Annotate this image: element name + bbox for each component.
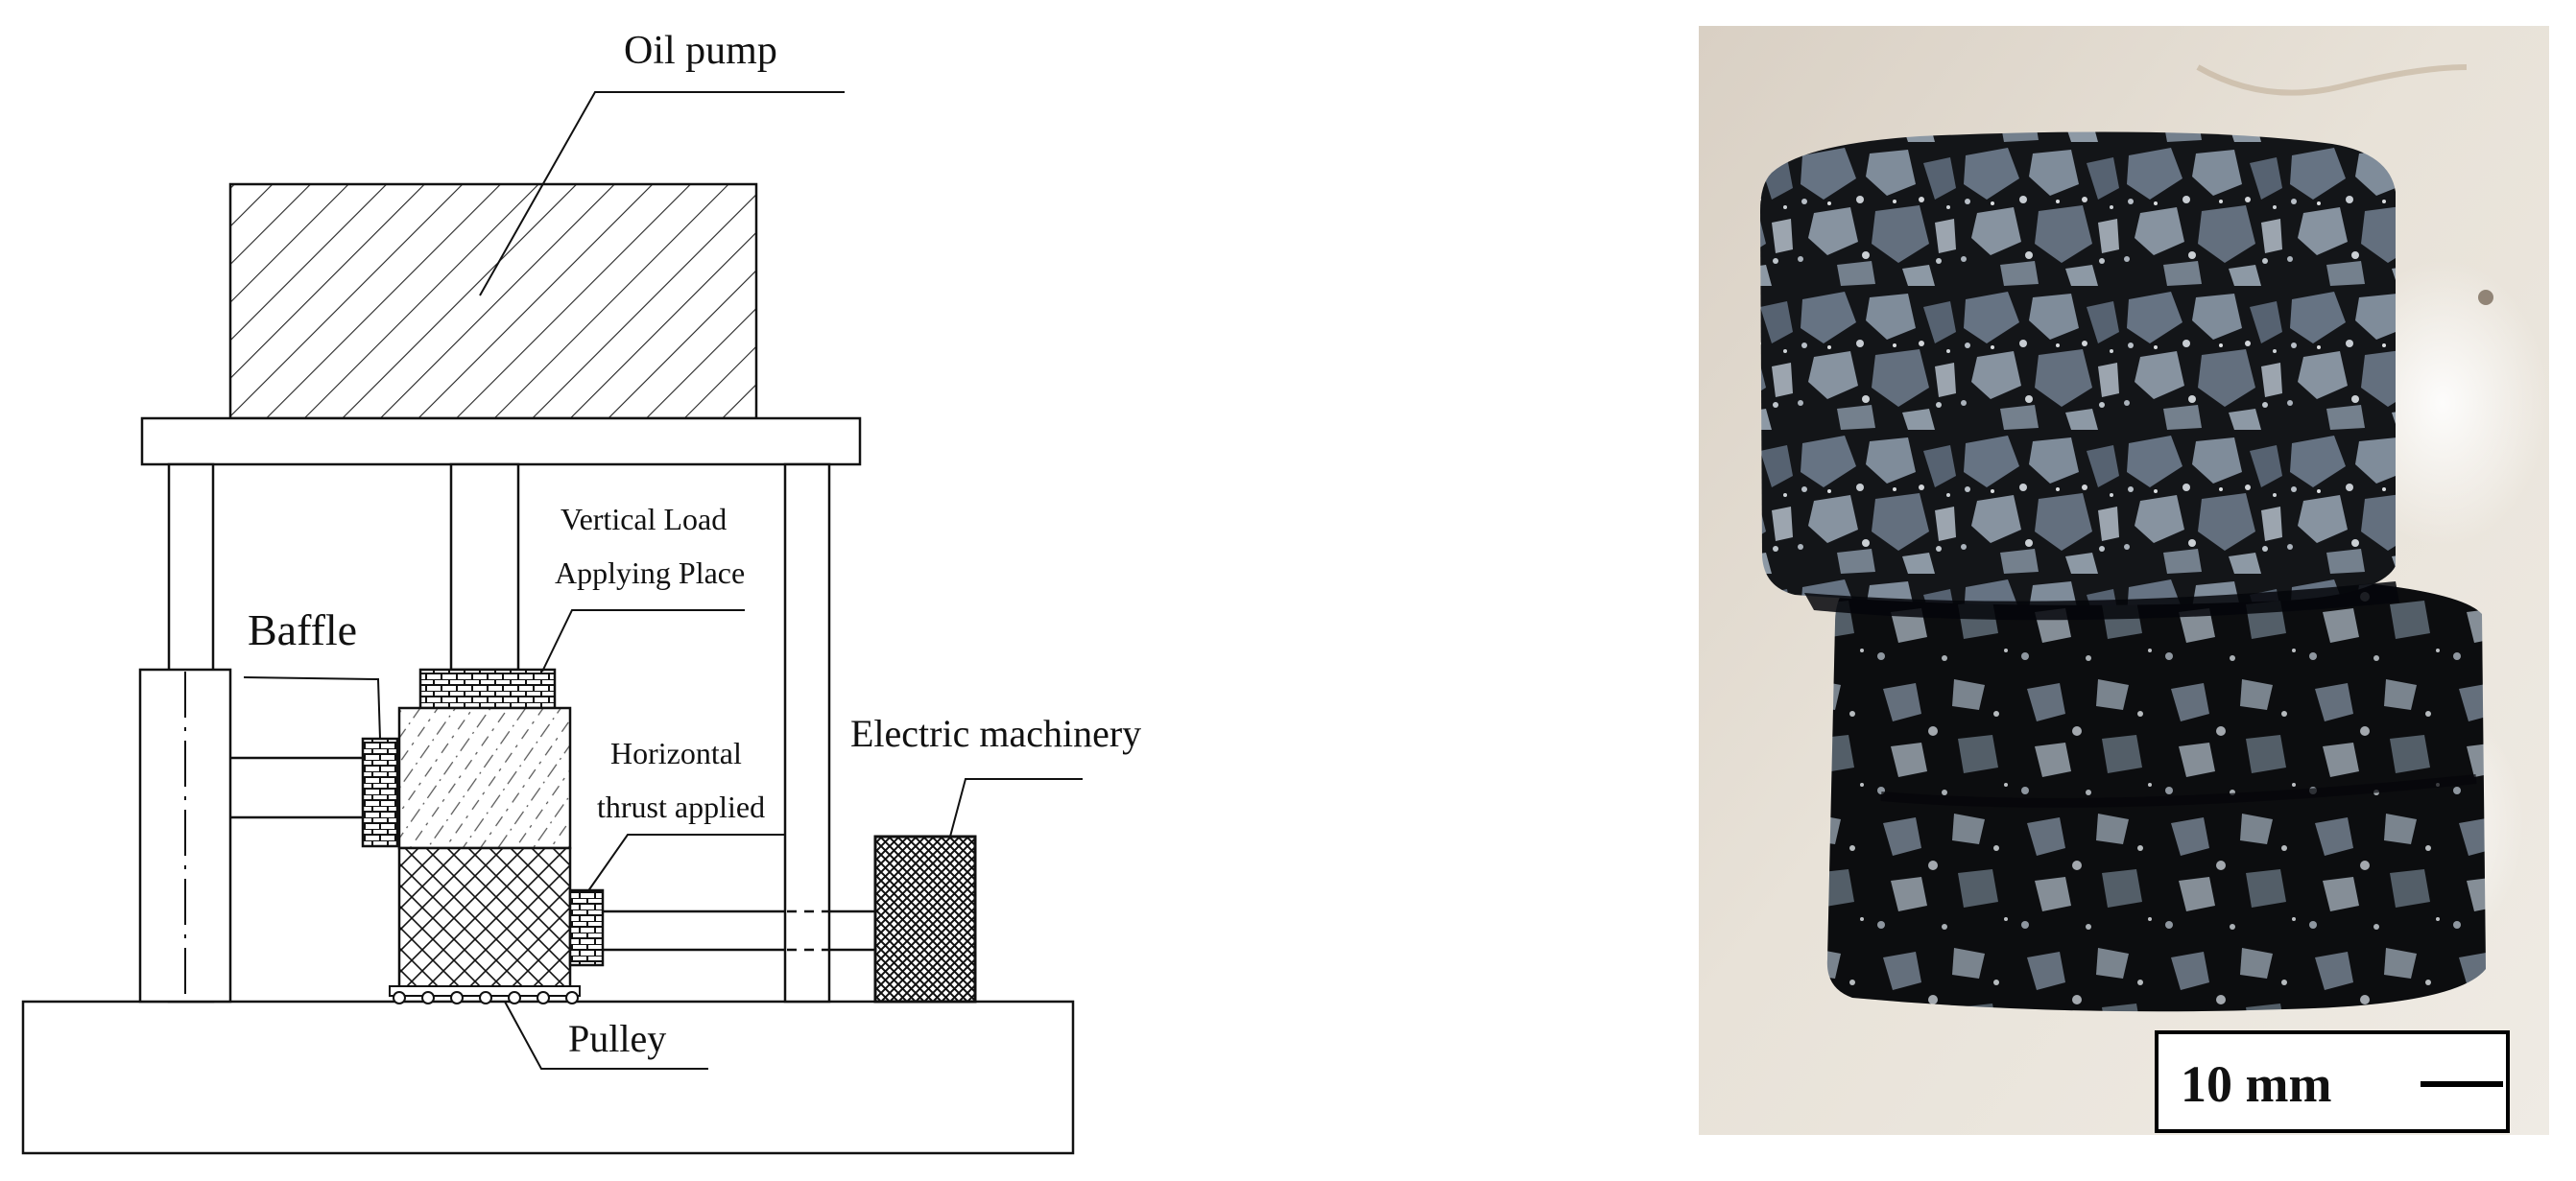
pulley-leader — [504, 1001, 708, 1070]
vertical-load-leader — [541, 609, 745, 673]
top-plate — [140, 416, 862, 466]
electric-machinery-leader — [949, 778, 1083, 838]
lower-shear-box — [397, 846, 572, 990]
upper-shear-box — [397, 706, 572, 850]
horizontal-thrust-label-1: Horizontal — [610, 736, 742, 770]
baffle — [361, 737, 399, 848]
base-plate — [21, 1000, 1075, 1155]
specimen-upper-half — [1760, 131, 2396, 605]
baffle-leader — [243, 676, 381, 740]
pulley-label: Pulley — [568, 1017, 666, 1060]
right-column — [783, 462, 831, 1004]
baffle-label: Baffle — [248, 605, 357, 654]
horizontal-thrust-leader — [586, 834, 785, 893]
shear-apparatus-schematic: Oil pump Vertical Load Applying Place Ba… — [21, 29, 1141, 1155]
scale-bar-label: 10 mm — [2181, 1055, 2331, 1113]
horizontal-thrust-block — [568, 888, 605, 967]
oil-pump-block — [228, 182, 758, 420]
vertical-load-plate — [418, 668, 557, 710]
electric-machinery-block — [873, 835, 977, 1004]
pulley-row — [389, 985, 581, 1004]
horizontal-thrust-label-2: thrust applied — [597, 790, 765, 824]
vertical-load-label-2: Applying Place — [555, 555, 745, 590]
vertical-load-rod — [449, 462, 520, 672]
oil-pump-leader — [479, 91, 845, 296]
electric-machinery-label: Electric machinery — [850, 712, 1141, 755]
vertical-load-label-1: Vertical Load — [561, 502, 727, 536]
oil-pump-label: Oil pump — [624, 29, 777, 73]
specimen-lower-half — [1826, 573, 2486, 1012]
sheared-specimen-photo: 10 mm — [1699, 26, 2549, 1135]
